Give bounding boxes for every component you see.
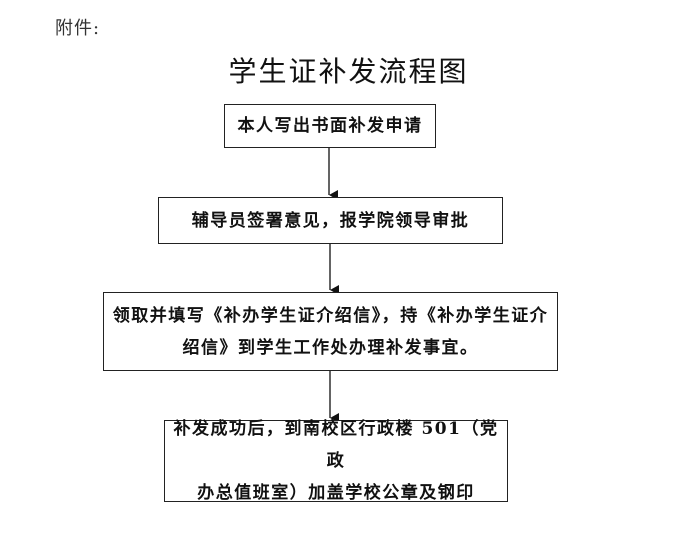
step-1-text: 本人写出书面补发申请: [237, 116, 423, 136]
step-4-line-1: 补发成功后，到南校区行政楼 501（党政: [173, 419, 499, 471]
page-title: 学生证补发流程图: [228, 55, 469, 88]
attachment-label: 附件:: [55, 18, 101, 39]
step-1-box: 本人写出书面补发申请: [224, 104, 436, 148]
step-4-box: 补发成功后，到南校区行政楼 501（党政 办总值班室）加盖学校公章及钢印: [164, 419, 508, 503]
step-2-box: 辅导员签署意见，报学院领导审批: [158, 197, 503, 244]
step-3-line-2: 绍信》到学生工作处办理补发事宜。: [182, 337, 479, 358]
step-2-text: 辅导员签署意见，报学院领导审批: [191, 210, 470, 231]
step-3-box: 领取并填写《补办学生证介绍信》，持《补办学生证介 绍信》到学生工作处办理补发事宜…: [103, 292, 558, 371]
step-4-line-2: 办总值班室）加盖学校公章及钢印: [197, 483, 475, 503]
step-3-line-1: 领取并填写《补办学生证介绍信》，持《补办学生证介: [112, 305, 549, 326]
